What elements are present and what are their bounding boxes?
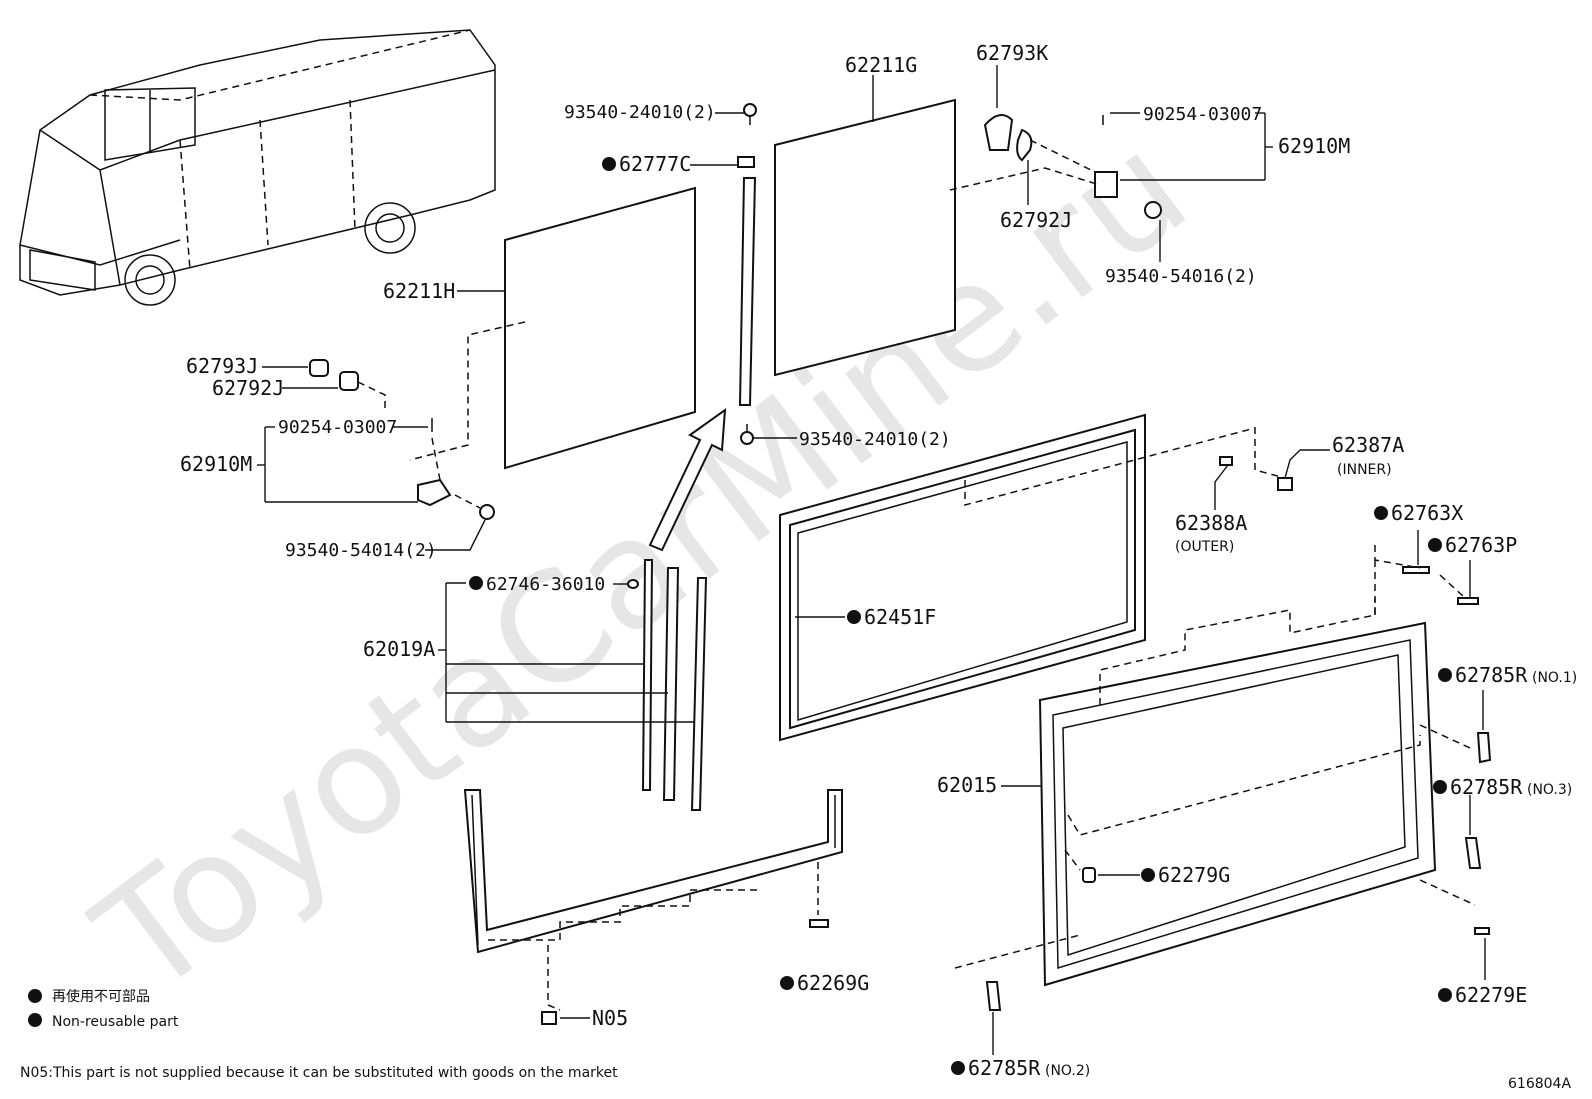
regulator-62910M-top <box>983 114 1162 219</box>
seal-62387A <box>1277 477 1293 491</box>
non-reusable-mark <box>780 976 794 990</box>
label-62785R-no3: 62785R <box>1450 775 1523 799</box>
label-62279G: 62279G <box>1158 863 1230 887</box>
label-62746-36010: 62746-36010 <box>486 574 605 595</box>
non-reusable-mark <box>1141 868 1155 882</box>
regulator-62910M-left <box>309 359 495 520</box>
hinge-62785R-no2 <box>985 981 1002 1011</box>
label-90254-03007-top: 90254-03007 <box>1143 104 1262 125</box>
label-62388A: 62388A <box>1175 511 1247 535</box>
non-reusable-mark <box>28 989 42 1003</box>
label-62785R-no3-sub: (NO.3) <box>1527 782 1572 798</box>
label-62269G: 62269G <box>797 971 869 995</box>
legend-japanese: 再使用不可部品 <box>52 988 150 1005</box>
glass-62211G <box>774 98 956 377</box>
label-62388A-sub: (OUTER) <box>1175 539 1234 555</box>
label-62763X: 62763X <box>1391 501 1463 525</box>
footnote: N05:This part is not supplied because it… <box>20 1065 618 1081</box>
run-channel-62019A <box>641 559 708 811</box>
non-reusable-mark <box>1374 506 1388 520</box>
label-62785R-no2: 62785R <box>968 1056 1041 1080</box>
label-62211G: 62211G <box>845 53 917 77</box>
label-62785R-no2-sub: (NO.2) <box>1045 1063 1090 1079</box>
lower-channel-frame <box>463 789 843 954</box>
label-62015: 62015 <box>937 773 997 797</box>
division-bar-62777C <box>737 103 757 445</box>
label-62792J-top: 62792J <box>1000 208 1072 232</box>
part-N05 <box>541 1011 557 1025</box>
clip-62763X <box>1402 566 1430 574</box>
label-62910M-top: 62910M <box>1278 134 1350 158</box>
non-reusable-mark <box>602 157 616 171</box>
pad-62269G <box>809 919 829 928</box>
non-reusable-mark <box>1433 780 1447 794</box>
label-93540-54014: 93540-54014(2) <box>285 540 437 561</box>
label-62785R-no1: 62785R <box>1455 663 1528 687</box>
label-62279E: 62279E <box>1455 983 1527 1007</box>
label-62211H: 62211H <box>383 279 455 303</box>
hinge-62785R-no1 <box>1476 732 1492 764</box>
window-frame-62015 <box>1038 621 1437 987</box>
seal-62388A <box>1219 456 1233 466</box>
label-62785R-no1-sub: (NO.1) <box>1532 670 1577 686</box>
stopper-62279G <box>1082 867 1096 883</box>
legend: 再使用不可部品 Non-reusable part <box>28 988 179 1030</box>
label-62019A: 62019A <box>363 637 435 661</box>
label-62387A: 62387A <box>1332 433 1404 457</box>
label-62793K: 62793K <box>976 41 1048 65</box>
clip-62746-36010 <box>627 579 639 589</box>
assembly-arrow <box>648 407 727 552</box>
stopper-62279E <box>1474 927 1490 935</box>
clip-62763P <box>1457 597 1479 605</box>
non-reusable-mark <box>1428 538 1442 552</box>
label-N05: N05 <box>592 1006 628 1030</box>
label-62763P: 62763P <box>1445 533 1517 557</box>
non-reusable-mark <box>1438 988 1452 1002</box>
non-reusable-mark <box>28 1013 42 1027</box>
label-93540-54016: 93540-54016(2) <box>1105 266 1257 287</box>
label-62387A-sub: (INNER) <box>1337 462 1392 478</box>
label-93540-24010-mid: 93540-24010(2) <box>799 429 951 450</box>
non-reusable-mark <box>847 610 861 624</box>
label-62792J-left: 62792J <box>212 376 284 400</box>
diagram-id: 616804A <box>1508 1076 1571 1092</box>
glass-62211H <box>504 186 696 470</box>
non-reusable-mark <box>951 1061 965 1075</box>
label-62793J: 62793J <box>186 354 258 378</box>
legend-english: Non-reusable part <box>52 1014 179 1030</box>
bus-illustration <box>19 29 496 306</box>
label-62777C: 62777C <box>619 152 691 176</box>
hinge-62785R-no3 <box>1464 837 1482 869</box>
label-62910M-left: 62910M <box>180 452 252 476</box>
label-90254-03007-left: 90254-03007 <box>278 417 397 438</box>
non-reusable-mark <box>1438 668 1452 682</box>
label-93540-24010-top: 93540-24010(2) <box>564 102 716 123</box>
label-62451F: 62451F <box>864 605 936 629</box>
non-reusable-mark <box>469 576 483 590</box>
weatherstrip-62451F <box>779 413 1146 742</box>
